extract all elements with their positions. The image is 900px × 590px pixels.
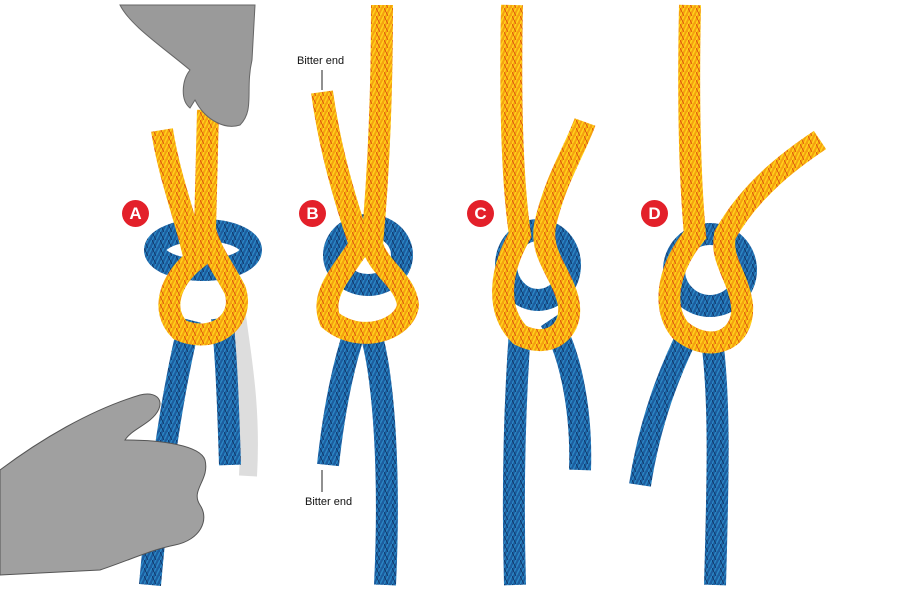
panel-c-rope (492, 4, 596, 586)
step-d-badge: D (641, 200, 668, 227)
step-c-badge: C (467, 200, 494, 227)
panel-d-rope (629, 4, 827, 586)
panel-b-rope (311, 4, 420, 586)
bottom-hand (0, 393, 207, 576)
step-b-badge: B (299, 200, 326, 227)
top-hand (119, 4, 256, 127)
bitter-end-label-bottom: Bitter end (305, 496, 353, 508)
bitter-end-label-top: Bitter end (297, 55, 345, 67)
step-a-badge: A (122, 200, 149, 227)
